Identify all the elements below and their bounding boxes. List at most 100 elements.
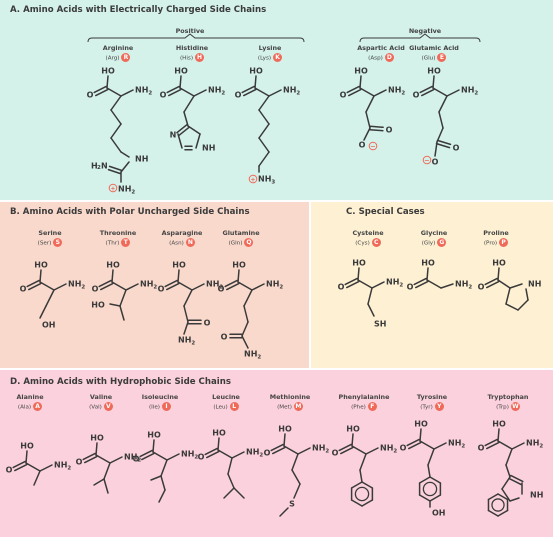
atom-label: HO: [101, 67, 115, 76]
atom-label: HO: [232, 261, 246, 270]
aa-name: Tryptophan: [487, 393, 529, 401]
bond: [26, 279, 40, 288]
bond: [93, 85, 107, 94]
bond: [183, 289, 193, 307]
label-tyrosine: Tyrosine(Tyr)Y: [397, 393, 467, 413]
aa-name: Valine: [89, 393, 113, 401]
aa-abbr: (Val): [89, 404, 102, 411]
atom-label: NH: [135, 155, 148, 164]
bond: [436, 139, 452, 146]
atom-label: NH2: [124, 453, 141, 464]
bond: [206, 450, 220, 459]
charge-ring: [248, 174, 258, 184]
atom-label: HO: [492, 420, 506, 429]
aa-name: Methionine: [269, 393, 311, 401]
aa-letter-badge: E: [437, 53, 447, 62]
aa-letter-badge: L: [229, 402, 239, 411]
bond: [109, 303, 121, 307]
bond: [237, 281, 253, 291]
bond: [82, 452, 96, 461]
label-glutamine: Glutamine(Gln)Q: [206, 229, 276, 249]
atom-label: HO: [354, 67, 368, 76]
bond: [497, 440, 513, 450]
bond: [53, 283, 67, 291]
label-serine: Serine(Ser)S: [15, 229, 85, 249]
bond: [39, 269, 42, 283]
bond: [195, 133, 201, 149]
bond: [367, 287, 373, 305]
bond: [39, 305, 47, 319]
label-proline: Proline(Pro)P: [461, 229, 531, 249]
label-threonine: Threonine(Thr)T: [83, 229, 153, 249]
aa-abbr: (Phe): [351, 404, 366, 411]
bond: [25, 462, 41, 472]
bond: [39, 464, 53, 472]
bond: [93, 478, 105, 486]
bond: [369, 125, 384, 129]
atom-subscript: 2: [153, 284, 157, 290]
aa-name: Threonine: [99, 229, 137, 237]
atom-label: NH2: [266, 280, 283, 291]
bond: [110, 95, 122, 111]
bond: [166, 453, 180, 461]
atom-label: NH2: [283, 86, 300, 97]
atom-label: OH: [432, 509, 446, 518]
label-phenylalanine: Phenylalanine(Phe)F: [329, 393, 399, 413]
bond: [497, 279, 511, 289]
atom-label: HO: [352, 259, 366, 268]
bond: [359, 75, 362, 89]
bond: [111, 269, 114, 283]
bond: [251, 283, 265, 291]
bond: [191, 283, 205, 291]
aa-abbr: (Arg): [105, 55, 120, 62]
group-brackets: [87, 33, 481, 43]
label-valine: Valine(Val)V: [66, 393, 136, 413]
atom-label: NH2: [206, 280, 223, 291]
charge-sign: +: [110, 184, 115, 192]
atom-subscript: 2: [393, 448, 397, 454]
bond: [338, 443, 352, 452]
bond: [179, 87, 195, 97]
label-tryptophan: Tryptophan(Trp)W: [473, 393, 543, 413]
group-positive-label: Positive: [175, 27, 205, 35]
bond: [227, 473, 235, 489]
bond: [511, 442, 525, 450]
aa-abbr: (Ile): [148, 404, 160, 411]
bond: [432, 75, 435, 89]
bond: [110, 123, 122, 139]
bond: [270, 443, 284, 452]
aa-abbr: (Thr): [105, 240, 120, 247]
bond: [243, 289, 253, 307]
atom-label: NH3: [258, 175, 275, 186]
bond: [231, 451, 245, 459]
bond: [365, 447, 379, 455]
aa-abbr: (Asn): [169, 240, 184, 247]
aa-letter-badge: S: [53, 238, 63, 247]
bond: [268, 89, 282, 97]
bond: [108, 165, 123, 172]
bond: [484, 438, 498, 447]
aa-letter-badge: H: [195, 53, 205, 62]
aa-name: Alanine: [16, 393, 44, 401]
bond: [120, 161, 130, 173]
atom-label: O: [264, 449, 271, 458]
aa-name: Glutamine: [222, 229, 260, 237]
aa-letter-badge: F: [367, 402, 377, 411]
bond: [217, 449, 233, 459]
atom-subscript: 2: [468, 284, 472, 290]
bond: [363, 127, 371, 141]
bond: [152, 451, 168, 461]
label-histidine: Histidine(His)H: [157, 44, 227, 64]
aa-letter-badge: P: [499, 238, 509, 247]
aa-abbr: (Ala): [17, 404, 32, 411]
atom-label: NH2: [208, 86, 225, 97]
bond: [487, 493, 499, 501]
aa-abbr: (Trp): [496, 404, 509, 411]
bond: [435, 142, 451, 149]
atom-label: O: [340, 91, 347, 100]
